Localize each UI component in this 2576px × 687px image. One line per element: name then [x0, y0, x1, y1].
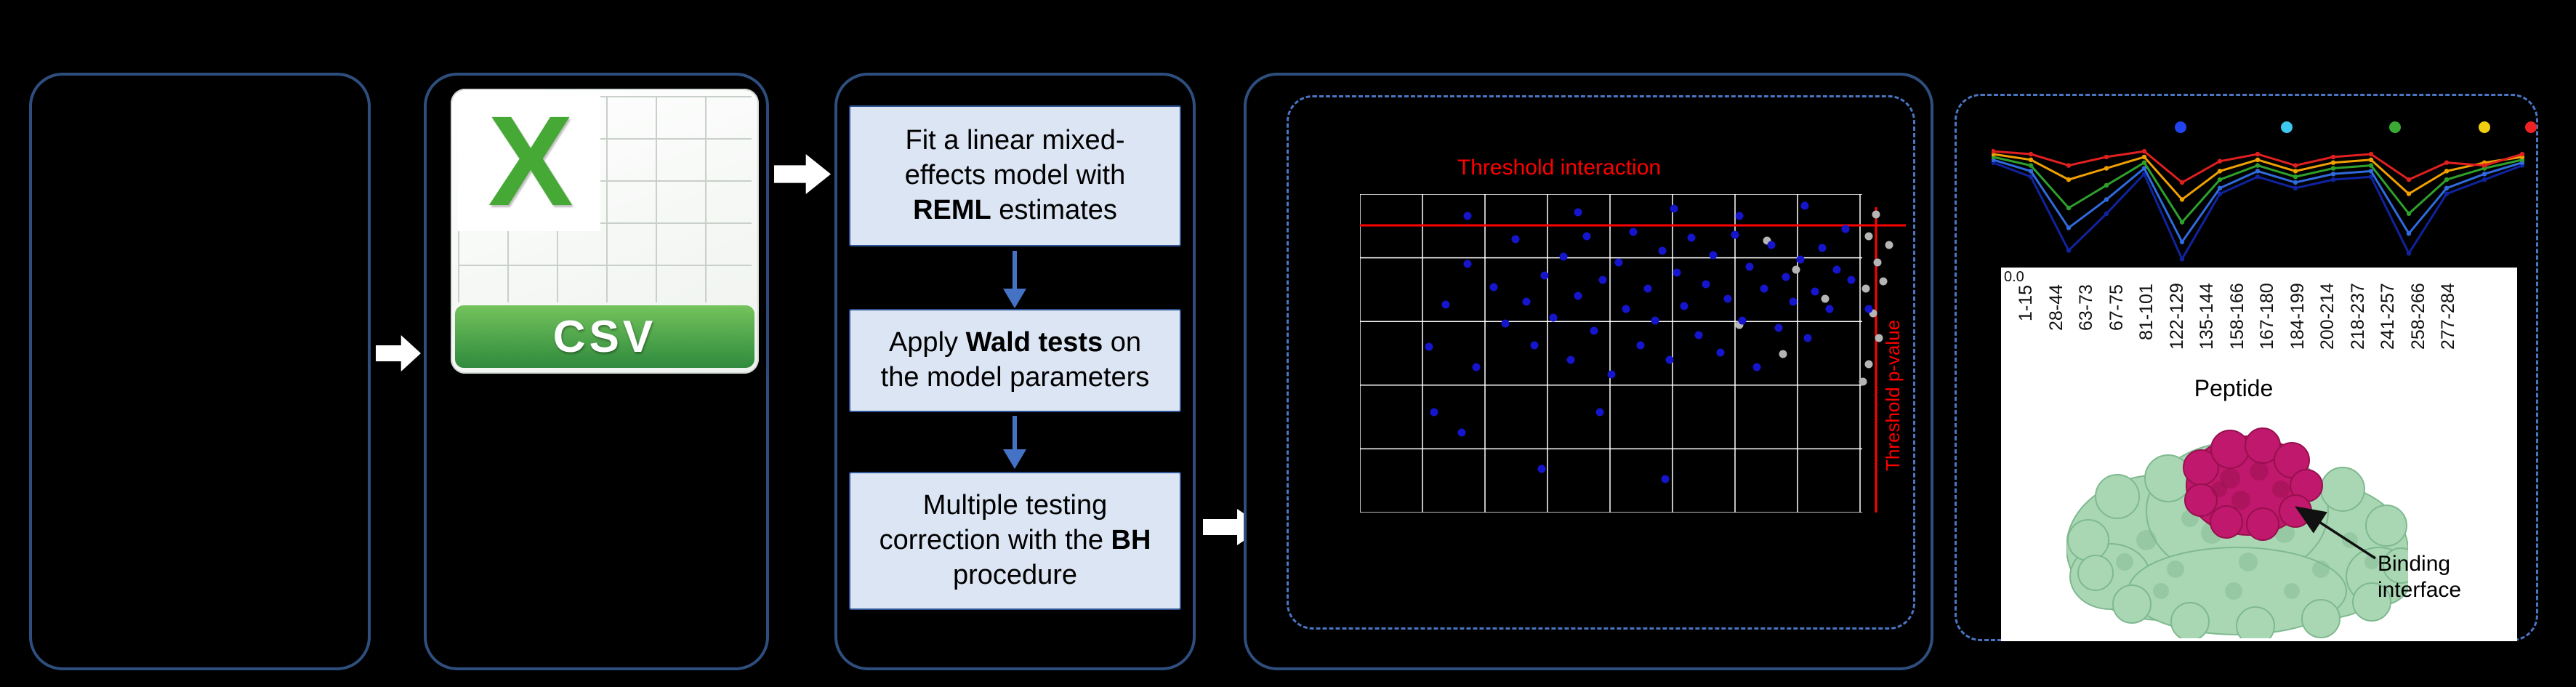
csv-x-backplate	[458, 96, 600, 231]
profile-ytick-label: 0.0	[2004, 269, 2024, 285]
volcano-dashed-frame	[1287, 95, 1915, 630]
flow-arrow-right-icon	[774, 154, 831, 194]
csv-x-letter: X	[488, 90, 573, 233]
csv-banner: CSV	[455, 305, 754, 368]
step-text: Fit a linear mixed-effects model with RE…	[904, 125, 1126, 225]
step-text: Apply Wald tests on the model parameters	[880, 327, 1150, 393]
peptide-figure: 0.0 1-15 28-44 63-73 67-75 81-101 122-129 135-…	[2001, 268, 2517, 641]
panel-volcano	[1244, 73, 1933, 670]
step-box-reml: Fit a linear mixed-effects model with RE…	[849, 105, 1181, 246]
panel-input	[29, 73, 371, 670]
step-text: Multiple testing correction with the BH …	[879, 490, 1151, 590]
peptide-tick-label: 81-101	[2136, 284, 2157, 340]
step-down-arrow-head-icon	[1003, 449, 1026, 469]
peptide-tick-label: 63-73	[2076, 284, 2096, 331]
peptide-tick-label: 158-166	[2226, 283, 2247, 350]
volcano-threshold-side-label: Threshold p-value	[1882, 319, 1904, 471]
step-down-arrow-icon	[1013, 416, 1017, 449]
peptide-tick-label: 218-237	[2347, 283, 2368, 350]
step-down-arrow-head-icon	[1003, 289, 1026, 308]
volcano-plot	[1360, 194, 1906, 513]
peptide-tick-label: 1-15	[2016, 284, 2036, 321]
legend-dot	[2525, 121, 2537, 133]
protein-structure-figure	[2066, 427, 2408, 638]
peptide-tick-label: 258-266	[2407, 283, 2428, 350]
legend-dot	[2479, 121, 2490, 133]
flow-arrow-right-icon	[376, 335, 421, 371]
peptide-tick-label: 135-144	[2197, 283, 2217, 350]
legend-dot	[2389, 121, 2401, 133]
peptide-tick-label: 122-129	[2166, 283, 2187, 350]
peptide-axis-label: Peptide	[2194, 375, 2274, 401]
csv-banner-label: CSV	[552, 311, 657, 362]
legend-dot	[2175, 121, 2186, 133]
peptide-tick-label: 167-180	[2257, 283, 2277, 350]
profile-line-chart	[1992, 121, 2537, 262]
peptide-tick-label: 277-284	[2438, 283, 2458, 350]
legend-dot	[2281, 121, 2293, 133]
peptide-tick-label: 200-214	[2317, 283, 2338, 350]
peptide-tick-label: 241-257	[2378, 283, 2398, 350]
peptide-tick-label: 67-75	[2106, 284, 2127, 331]
step-down-arrow-icon	[1013, 251, 1017, 289]
peptide-tick-label: 184-199	[2287, 283, 2308, 350]
step-box-bh: Multiple testing correction with the BH …	[849, 472, 1181, 610]
binding-interface-label: Binding interface	[2378, 552, 2462, 602]
volcano-title: Threshold interaction	[1457, 156, 1662, 180]
csv-file-icon: X CSV	[451, 89, 759, 374]
peptide-tick-label: 28-44	[2045, 284, 2066, 331]
step-box-wald: Apply Wald tests on the model parameters	[849, 309, 1181, 412]
